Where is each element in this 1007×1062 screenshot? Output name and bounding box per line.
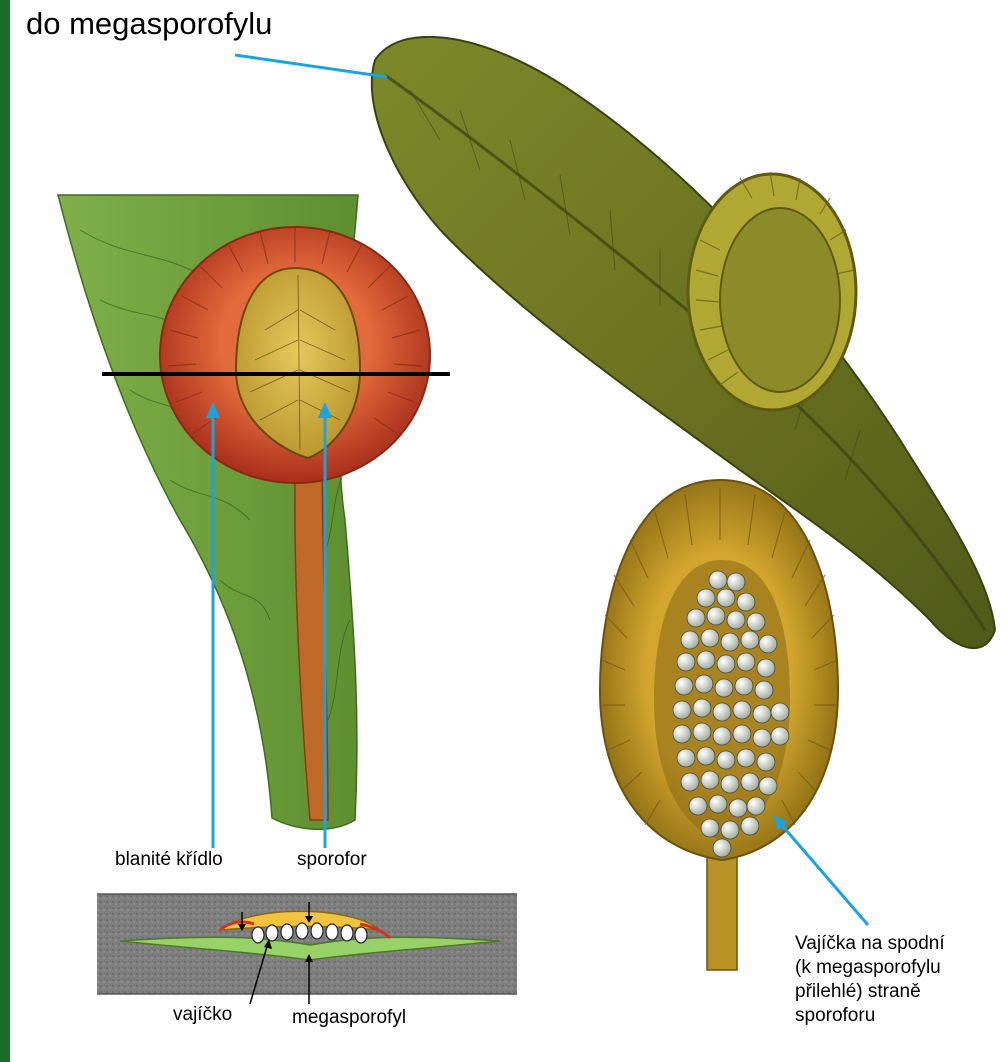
- megasporophyll-label: megasporofyl: [292, 1007, 406, 1029]
- green-megasporophyll-drawing: [58, 195, 430, 829]
- pointer-line-title: [235, 55, 387, 77]
- ovules-note: Vajíčka na spodní (k megasporofylu přile…: [795, 932, 1005, 1028]
- sporophore-label: sporofor: [297, 849, 367, 871]
- ovules-note-line: (k megasporofylu: [795, 956, 1005, 980]
- ovule-label: vajíčko: [173, 1004, 232, 1026]
- pointer-line-ovules: [780, 823, 868, 925]
- cross-section: [97, 894, 517, 1004]
- ovules-note-line: sporoforu: [795, 1004, 1005, 1028]
- diagram-canvas: do megasporofylu blanité křídlo sporofor…: [10, 0, 1007, 1062]
- illustration-svg: [10, 0, 1007, 1062]
- ovules-note-line: Vajíčka na spodní: [795, 932, 1005, 956]
- sporophore-underside: [600, 480, 838, 970]
- title-fragment-label: do megasporofylu: [26, 6, 272, 42]
- ovules-note-line: přilehlé) straně: [795, 980, 1005, 1004]
- wing-label: blanité křídlo: [115, 849, 223, 871]
